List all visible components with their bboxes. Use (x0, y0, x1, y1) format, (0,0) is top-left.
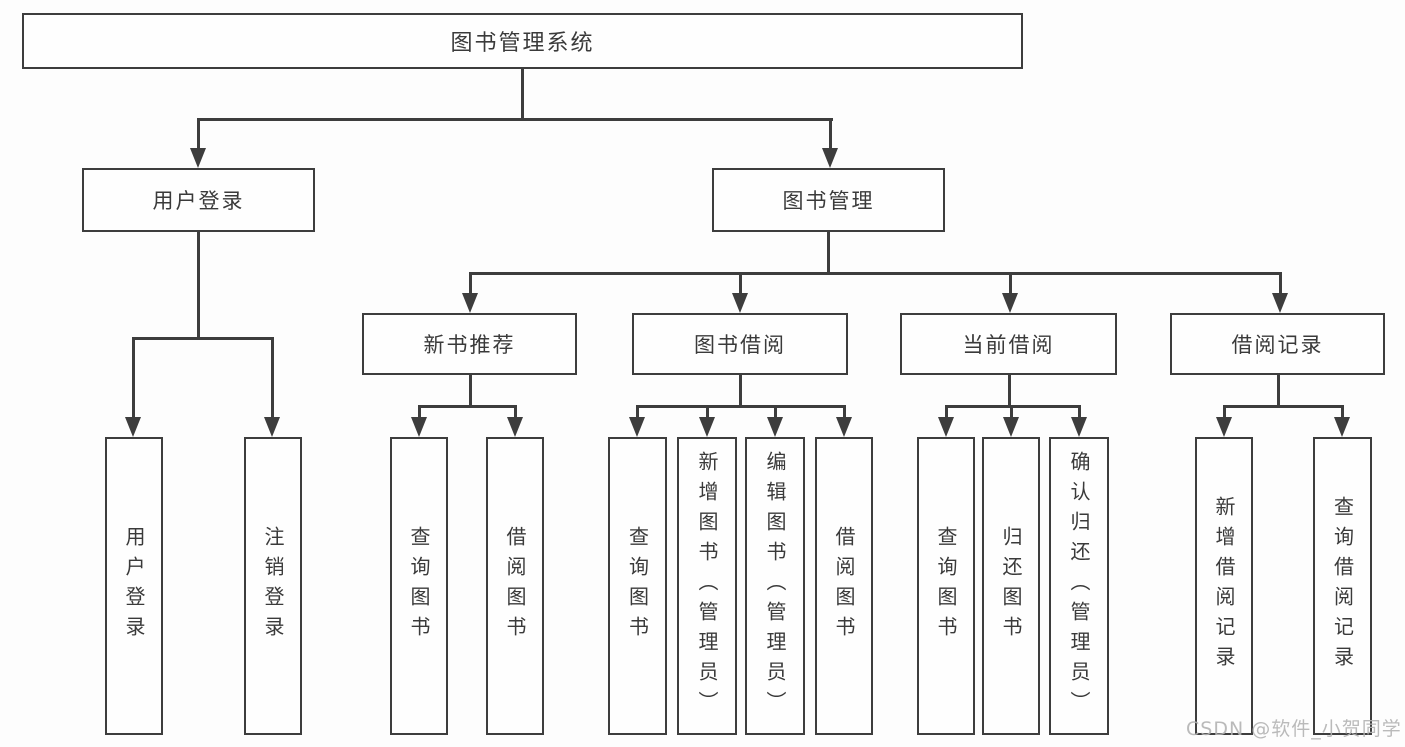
connector-line (514, 408, 517, 422)
connector-line (774, 408, 777, 422)
connector-line (469, 275, 472, 297)
node-borrow-records: 借阅记录 (1170, 313, 1385, 375)
leaf-add-borrow-record: 新增借阅记录 (1195, 437, 1253, 735)
leaf-return-book: 归还图书 (982, 437, 1040, 735)
leaf-label: 用户登录 (122, 526, 146, 646)
node-label: 图书管理 (782, 189, 875, 213)
connector-line (739, 375, 742, 405)
arrow-down-icon (411, 417, 427, 437)
connector-line (829, 121, 832, 152)
leaf-label: 编辑图书（管理员） (763, 451, 787, 721)
arrow-down-icon (462, 293, 478, 313)
connector-line (706, 408, 709, 422)
connector-line (1008, 375, 1011, 405)
connector-line (1279, 275, 1282, 297)
leaf-add-book-admin: 新增图书（管理员） (677, 437, 737, 735)
arrow-down-icon (822, 148, 838, 168)
watermark: CSDN @软件_小贺同学 (1186, 718, 1402, 740)
arrow-down-icon (732, 293, 748, 313)
node-book-management: 图书管理 (712, 168, 945, 232)
leaf-borrow-books-recommend: 借阅图书 (486, 437, 544, 735)
arrow-down-icon (1216, 417, 1232, 437)
leaf-label: 查询图书 (407, 526, 431, 646)
arrow-down-icon (938, 417, 954, 437)
connector-line (636, 408, 639, 422)
connector-line (132, 337, 274, 340)
connector-line (1223, 405, 1344, 408)
connector-line (739, 275, 742, 297)
leaf-logout: 注销登录 (244, 437, 302, 735)
connector-line (197, 232, 200, 337)
connector-line (636, 405, 846, 408)
node-label: 新书推荐 (423, 333, 516, 357)
leaf-query-borrow-record: 查询借阅记录 (1313, 437, 1372, 735)
arrow-down-icon (629, 417, 645, 437)
connector-line (197, 121, 200, 152)
leaf-user-login: 用户登录 (105, 437, 163, 735)
connector-line (1010, 408, 1013, 422)
leaf-query-books-borrow: 查询图书 (608, 437, 667, 735)
leaf-query-books-current: 查询图书 (917, 437, 975, 735)
leaf-label: 确认归还（管理员） (1067, 451, 1091, 721)
connector-line (418, 405, 517, 408)
node-label: 当前借阅 (962, 333, 1055, 357)
arrow-down-icon (1272, 293, 1288, 313)
arrow-down-icon (767, 417, 783, 437)
arrow-down-icon (699, 417, 715, 437)
connector-line (521, 69, 524, 118)
arrow-down-icon (1003, 417, 1019, 437)
leaf-label: 借阅图书 (503, 526, 527, 646)
connector-line (945, 408, 948, 422)
connector-line (1223, 408, 1226, 422)
leaf-label: 查询图书 (934, 526, 958, 646)
arrow-down-icon (507, 417, 523, 437)
connector-line (827, 232, 830, 272)
leaf-label: 查询借阅记录 (1330, 496, 1355, 676)
leaf-label: 注销登录 (261, 526, 285, 646)
leaf-edit-book-admin: 编辑图书（管理员） (745, 437, 805, 735)
arrow-down-icon (125, 417, 141, 437)
connector-line (945, 405, 1081, 408)
node-user-login: 用户登录 (82, 168, 315, 232)
node-current-borrow: 当前借阅 (900, 313, 1117, 375)
leaf-confirm-return-admin: 确认归还（管理员） (1049, 437, 1109, 735)
leaf-label: 查询图书 (625, 526, 650, 646)
arrow-down-icon (264, 417, 280, 437)
connector-line (197, 118, 833, 121)
arrow-down-icon (1334, 417, 1350, 437)
connector-line (271, 340, 274, 422)
connector-line (469, 375, 472, 405)
leaf-borrow-book: 借阅图书 (815, 437, 873, 735)
leaf-label: 新增借阅记录 (1212, 496, 1236, 676)
leaf-label: 归还图书 (999, 526, 1023, 646)
arrow-down-icon (1002, 293, 1018, 313)
connector-line (469, 272, 1282, 275)
connector-line (1341, 408, 1344, 422)
node-label: 用户登录 (152, 189, 245, 213)
node-book-borrow: 图书借阅 (632, 313, 848, 375)
node-label: 图书借阅 (694, 333, 786, 357)
connector-line (418, 408, 421, 422)
node-label: 借阅记录 (1231, 333, 1324, 357)
connector-line (843, 408, 846, 422)
arrow-down-icon (1071, 417, 1087, 437)
leaf-label: 新增图书（管理员） (695, 451, 719, 721)
arrow-down-icon (190, 148, 206, 168)
node-new-book-recommend: 新书推荐 (362, 313, 577, 375)
leaf-label: 借阅图书 (832, 526, 856, 646)
connector-line (1078, 408, 1081, 422)
connector-line (1277, 375, 1280, 405)
connector-line (1009, 275, 1012, 297)
leaf-query-books-recommend: 查询图书 (390, 437, 448, 735)
node-root-label: 图书管理系统 (450, 31, 595, 56)
connector-line (132, 340, 135, 422)
node-root: 图书管理系统 (22, 13, 1023, 69)
arrow-down-icon (836, 417, 852, 437)
